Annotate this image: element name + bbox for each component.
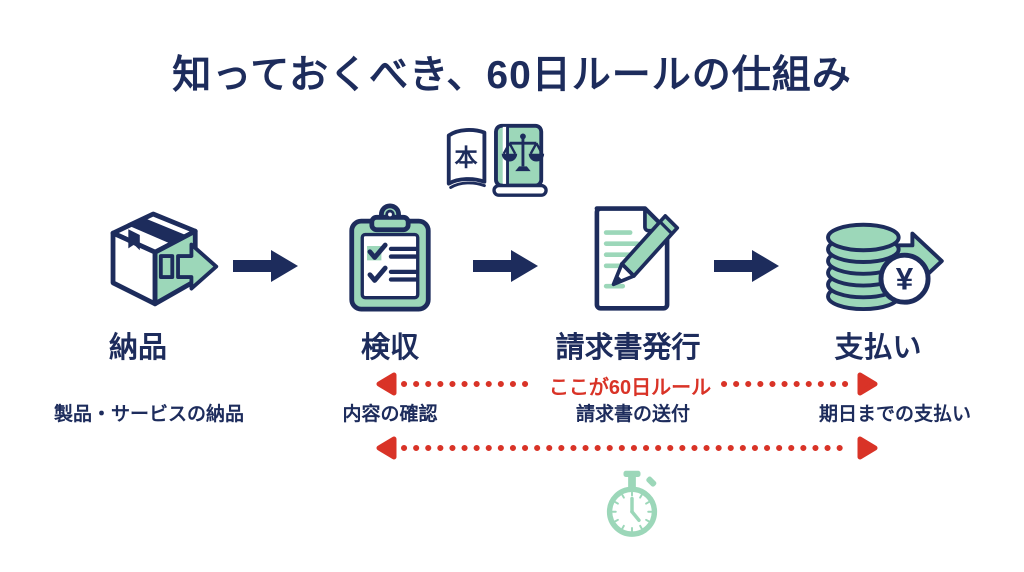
- yen-symbol: ¥: [896, 261, 914, 296]
- step-label-inspection: 検収: [360, 332, 420, 364]
- scales-icon: [501, 133, 545, 172]
- sub-label-payment: 期日までの支払い: [818, 404, 972, 425]
- rule-span-arrow: [372, 371, 882, 397]
- page-title: 知っておくべき、60日ルールの仕組み: [172, 54, 852, 97]
- rule-annotation-label: ここが60日ルール: [548, 377, 712, 399]
- coins-yen-icon: ¥: [818, 212, 944, 314]
- total-span-arrow: [372, 435, 882, 461]
- flow-arrow-icon: [473, 249, 539, 283]
- law-book-icon: 本: [441, 122, 549, 201]
- sub-label-inspection: 内容の確認: [342, 404, 438, 425]
- sub-label-delivery: 製品・サービスの納品: [53, 404, 245, 425]
- book-character: 本: [455, 144, 479, 170]
- flow-arrow-icon: [714, 249, 780, 283]
- clipboard-checklist-icon: [346, 202, 434, 313]
- step-label-delivery: 納品: [108, 332, 168, 364]
- step-label-invoicing: 請求書発行: [555, 332, 701, 364]
- stopwatch-icon: [598, 466, 666, 542]
- sub-label-invoicing: 請求書の送付: [575, 404, 691, 425]
- invoice-pen-icon: [582, 203, 682, 312]
- step-label-payment: 支払い: [834, 332, 922, 364]
- flow-arrow-icon: [233, 249, 299, 283]
- package-icon: [92, 206, 222, 308]
